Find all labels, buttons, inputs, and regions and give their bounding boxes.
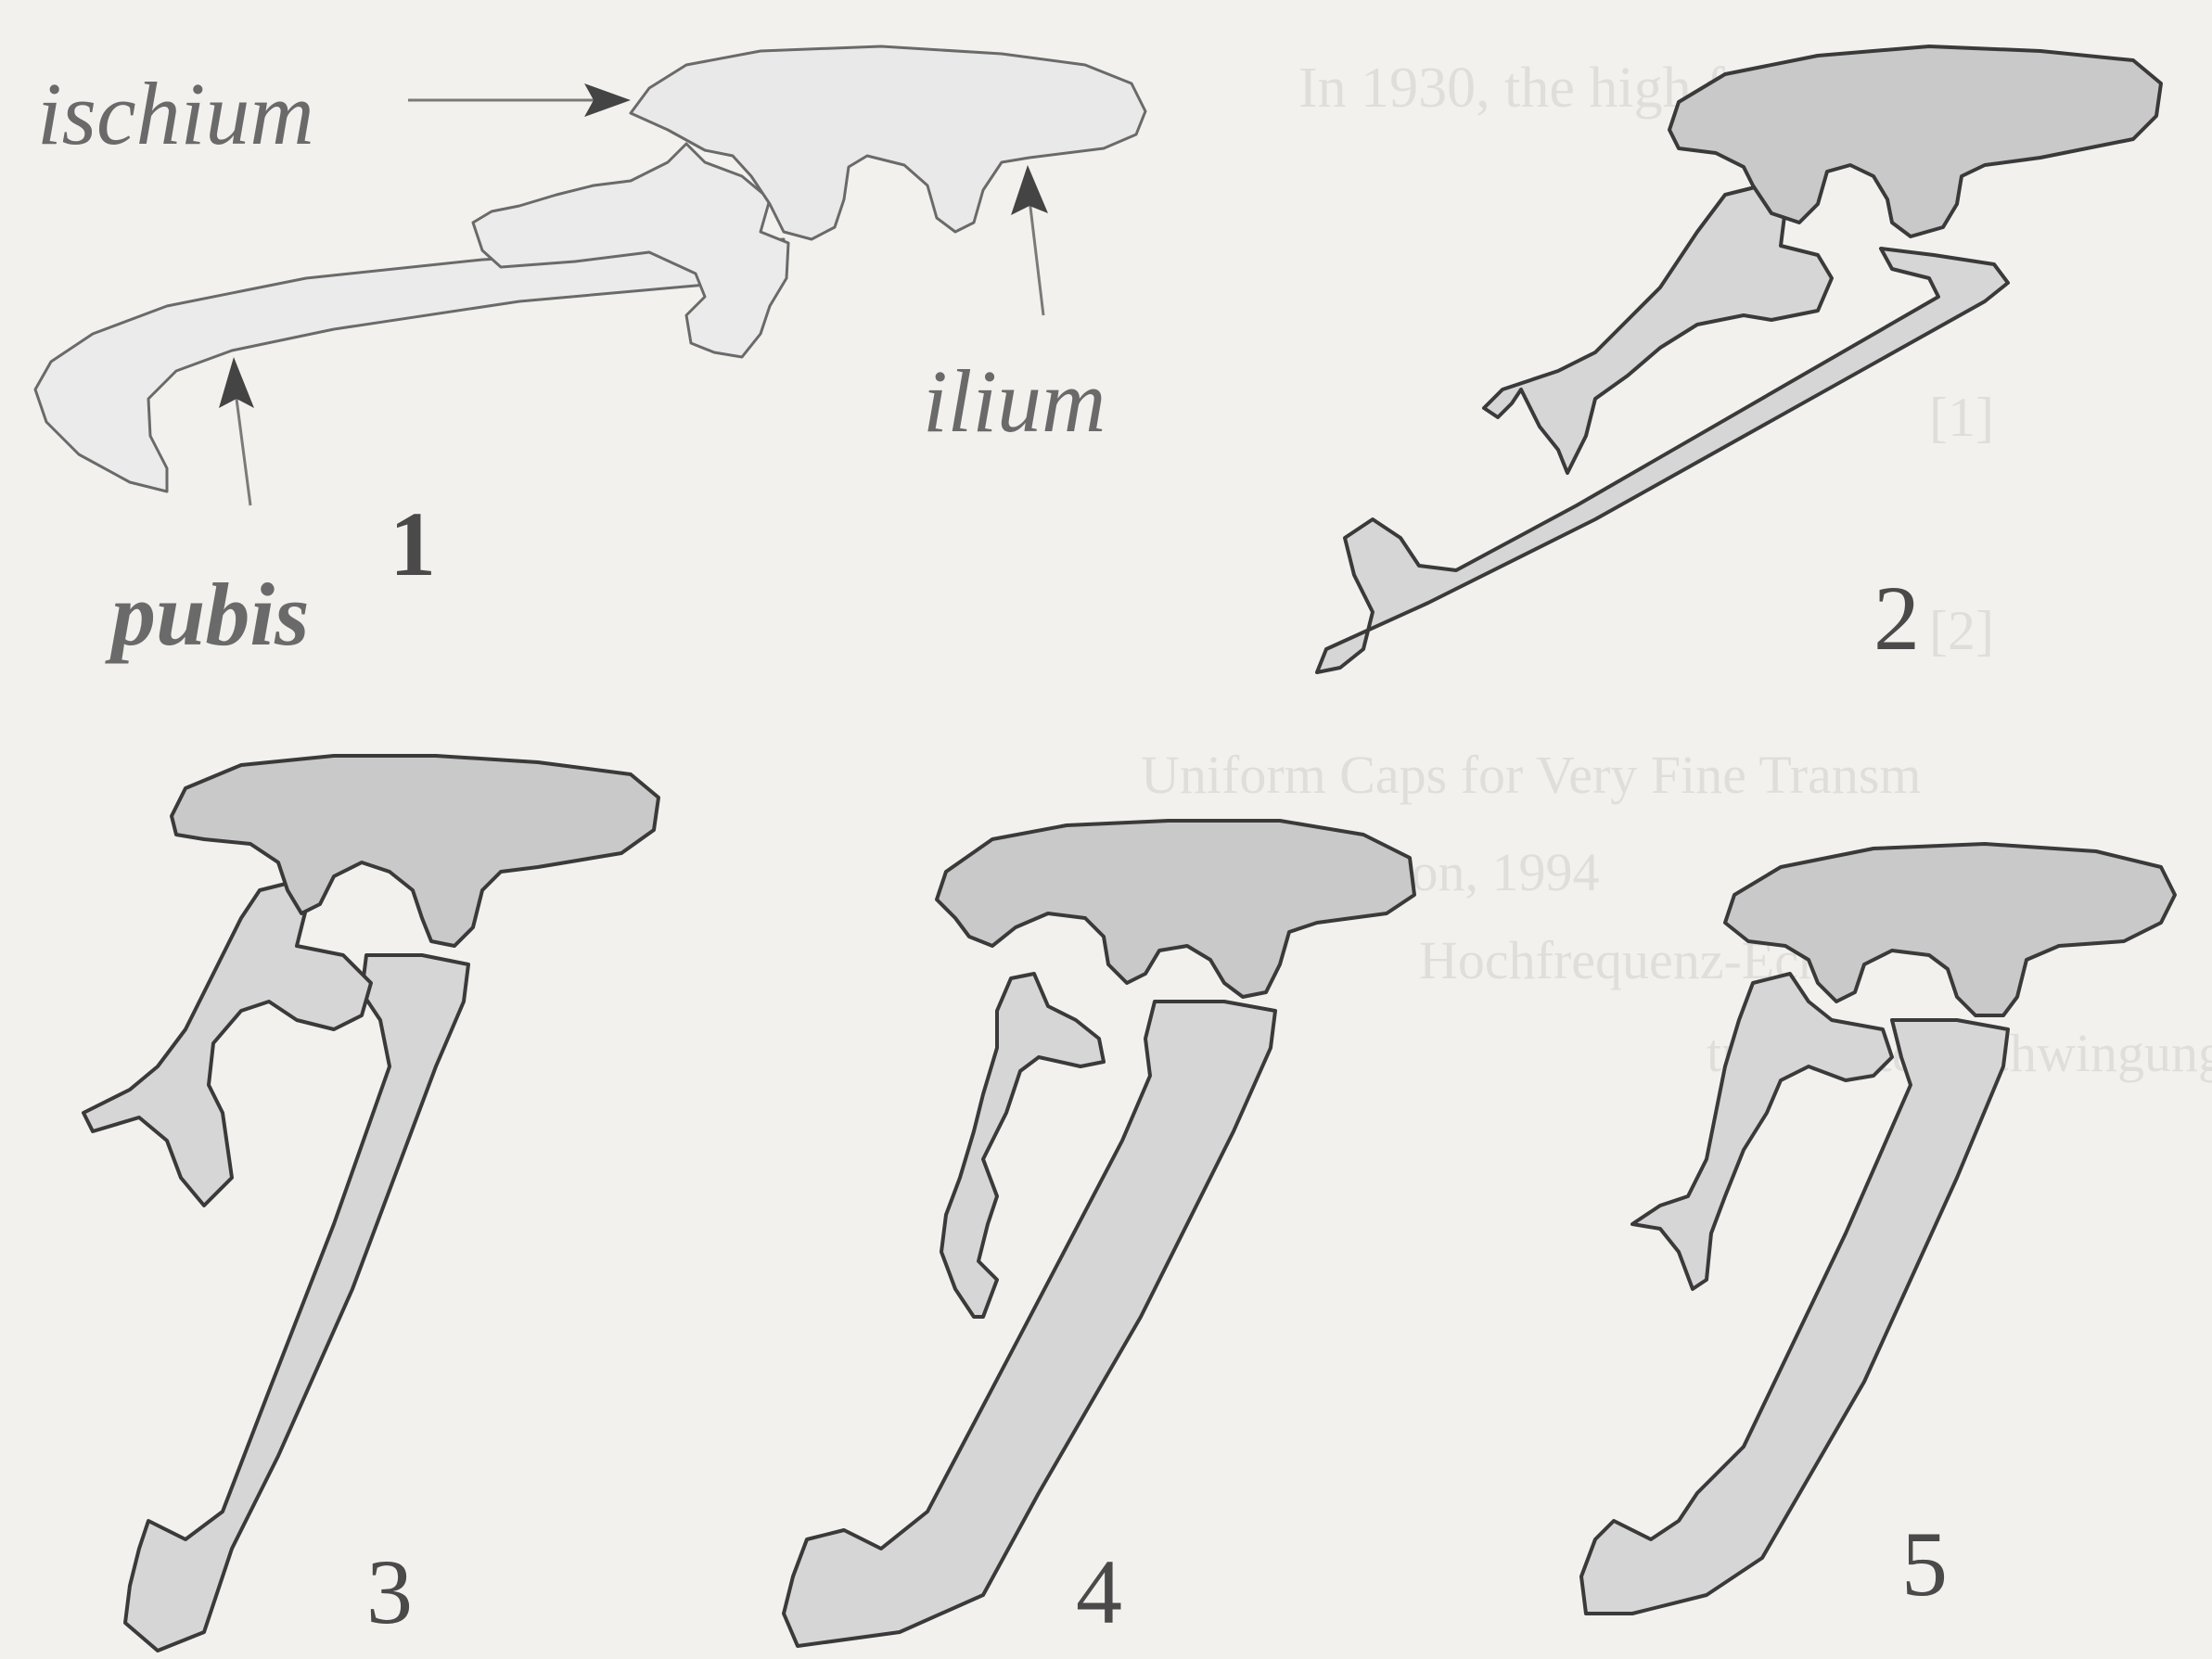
figure-3: 3: [83, 756, 658, 1651]
figure-1: ischium ilium pubis 1: [35, 46, 1145, 664]
figure-4-ilium: [937, 821, 1414, 997]
figure-number-5: 5: [1901, 1512, 1948, 1615]
figure-number-3: 3: [366, 1540, 413, 1643]
label-pubis: pubis: [105, 565, 309, 664]
bleed-line-4: Uniform Caps for Very Fine Transm: [1141, 745, 1922, 805]
bleed-line-3: [2]: [1929, 600, 1994, 661]
figure-number-2: 2: [1873, 567, 1920, 670]
figure-1-pubis: [35, 239, 784, 491]
figure-2: 2: [1317, 46, 2161, 672]
figure-number-1: 1: [390, 492, 436, 595]
bleed-line-2: [1]: [1929, 387, 1994, 448]
label-ischium: ischium: [37, 64, 314, 163]
figure-4: 4: [784, 821, 1414, 1646]
figure-4-pubis: [784, 1002, 1275, 1646]
pubis-pointer-line: [237, 399, 250, 505]
figure-1-ischium: [473, 144, 788, 357]
label-ilium: ilium: [923, 351, 1106, 451]
figure-3-ischium: [83, 881, 371, 1206]
figure-number-4: 4: [1076, 1540, 1122, 1643]
ilium-pointer-line: [1029, 199, 1043, 315]
figure-2-ischium: [1484, 185, 1832, 473]
